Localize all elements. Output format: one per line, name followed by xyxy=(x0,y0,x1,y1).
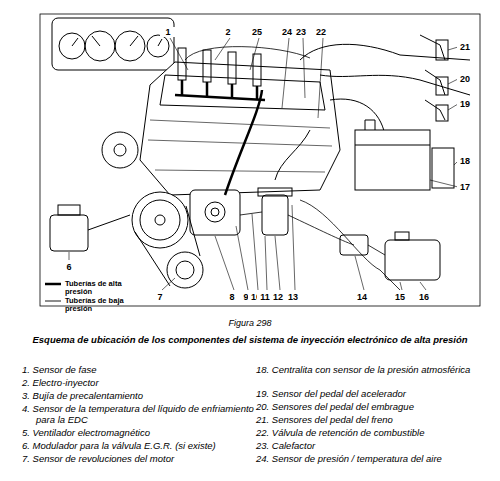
callout-number: 23 xyxy=(293,27,309,37)
parts-list-item: 24. Sensor de presión / temperatura del … xyxy=(256,453,500,464)
callout-number: 6 xyxy=(61,262,77,272)
parts-list-item: 21. Sensores del pedal del freno xyxy=(256,414,500,425)
parts-list-item: 19. Sensor del pedal del acelerador xyxy=(256,388,500,399)
parts-list-item: 6. Modulador para la válvula E.G.R. (si … xyxy=(22,440,268,451)
parts-list-item: 2. Electro-inyector xyxy=(22,377,268,388)
right-components xyxy=(340,35,454,280)
callout-number: 12 xyxy=(270,292,286,302)
callout-number: 7 xyxy=(152,292,168,302)
pulleys xyxy=(102,132,203,288)
callout-number: 25 xyxy=(249,27,265,37)
callout-number: 17 xyxy=(457,182,473,192)
parts-list-item: 3. Bujía de precalentamiento xyxy=(22,390,268,401)
callout-number: 21 xyxy=(457,42,473,52)
figure-frame xyxy=(40,14,480,306)
callout-number: 18 xyxy=(457,156,473,166)
callout-number: 19 xyxy=(457,99,473,109)
injection-pump xyxy=(190,190,240,235)
figure-caption: Esquema de ubicación de los componentes … xyxy=(10,334,490,345)
callout-number: 14 xyxy=(354,292,370,302)
high-pressure-pipes xyxy=(175,80,265,195)
figure-number: Figura 298 xyxy=(0,318,500,328)
egr-modulator xyxy=(50,205,130,251)
fuel-filter xyxy=(258,130,310,235)
callout-number: 20 xyxy=(457,74,473,84)
parts-list-item: 7. Sensor de revoluciones del motor xyxy=(22,453,268,464)
callout-number: 2 xyxy=(220,27,236,37)
parts-list-item: 4. Sensor de la temperatura del líquido … xyxy=(22,403,268,425)
legend-swatch xyxy=(44,280,62,288)
low-pressure-pipes xyxy=(185,47,400,290)
engine-block xyxy=(140,44,470,195)
parts-list-item: 22. Válvula de retención de combustible xyxy=(256,427,500,438)
callout-number: 22 xyxy=(313,27,329,37)
parts-list-item: 5. Ventilador electromagnético xyxy=(22,427,268,438)
callout-number: 13 xyxy=(285,292,301,302)
parts-list-item: 1. Sensor de fase xyxy=(22,364,268,375)
parts-list-item: 18. Centralita con sensor de la presión … xyxy=(256,364,500,375)
callout-number: 16 xyxy=(416,292,432,302)
leader-lines xyxy=(69,38,458,290)
legend-text: Tuberías de alta presión xyxy=(65,280,137,296)
legend-swatch xyxy=(44,297,62,305)
instrument-cluster xyxy=(52,18,174,70)
callout-number: 1 xyxy=(160,27,176,37)
legend-text: Tuberías de baja presión xyxy=(65,297,137,313)
callout-number: 15 xyxy=(392,292,408,302)
parts-list-item: 20. Sensores del pedal del embrague xyxy=(256,401,500,412)
parts-list-item: 23. Calefactor xyxy=(256,440,500,451)
